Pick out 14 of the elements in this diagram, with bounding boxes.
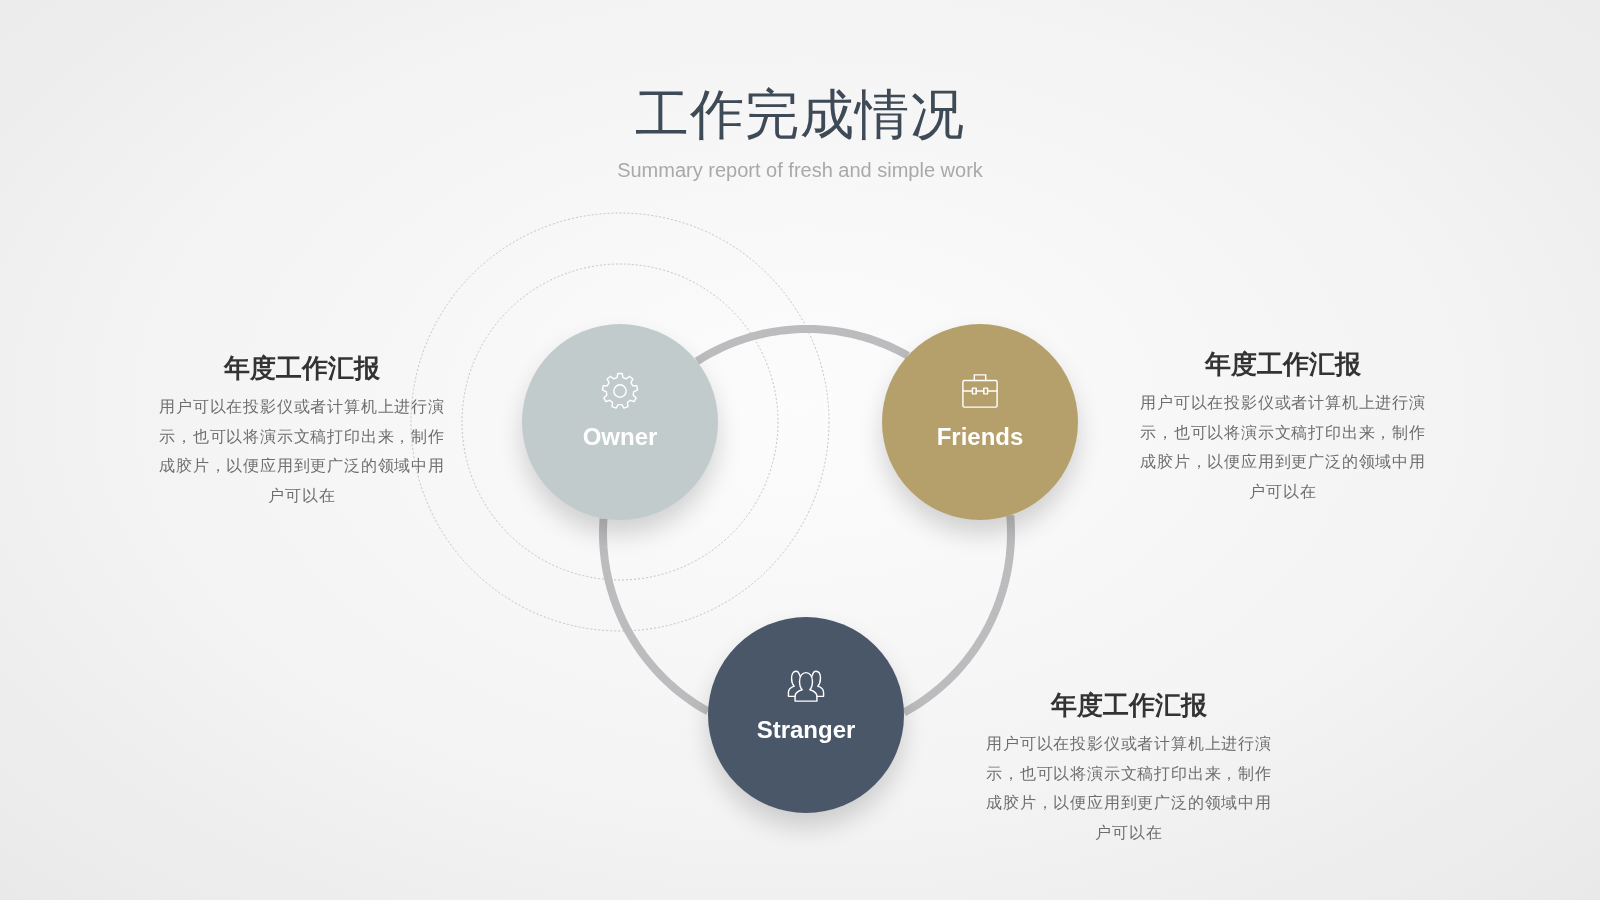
node-label: Stranger (756, 715, 856, 745)
node-label: Owner (582, 422, 658, 452)
section-heading: 年度工作汇报 (1205, 348, 1361, 381)
description-text: 用户可以在投影仪或者计算机上进行演示，也可以将演示文稿打印出来，制作成胶片，以便应用到更广泛的领域中用户可以在 (1139, 393, 1427, 502)
description-text: 用户可以在投影仪或者计算机上进行演示，也可以将演示文稿打印出来，制作成胶片，以便应用到更广泛的领域中用户可以在 (985, 734, 1273, 843)
section-heading: 年度工作汇报 (1051, 689, 1207, 722)
ring-connector (694, 325, 910, 365)
description-text: 用户可以在投影仪或者计算机上进行演示，也可以将演示文稿打印出来，制作成胶片，以便应用到更广泛的领域中用户可以在 (158, 397, 446, 506)
ring-connector (599, 518, 711, 715)
ring-connector (902, 514, 1015, 716)
title: 工作完成情况 (635, 83, 965, 146)
section-heading: 年度工作汇报 (224, 352, 380, 385)
node-label: Friends (936, 422, 1024, 452)
subtitle: Summary report of fresh and simple work (617, 158, 983, 183)
